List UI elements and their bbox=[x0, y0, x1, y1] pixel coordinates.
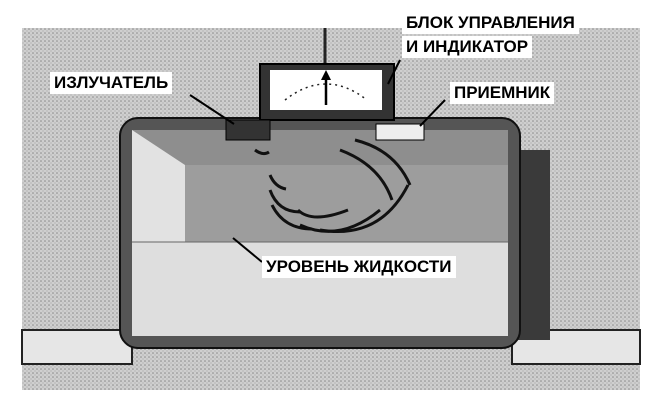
inlet-pipe bbox=[21, 329, 133, 365]
leader-lines bbox=[189, 59, 446, 263]
label-receiver: ПРИЕМНИК bbox=[450, 82, 555, 104]
label-control-unit-line2: И ИНДИКАТОР bbox=[402, 36, 533, 58]
tank-back-wall bbox=[185, 165, 508, 242]
ultrasonic-waves bbox=[254, 138, 412, 233]
dial-scale bbox=[284, 83, 368, 101]
emitter-device bbox=[225, 119, 271, 141]
label-liquid-level: УРОВЕНЬ ЖИДКОСТИ bbox=[262, 256, 456, 278]
label-emitter: ИЗЛУЧАТЕЛЬ bbox=[50, 72, 173, 94]
receiver-device bbox=[375, 123, 425, 141]
tank-left-wall bbox=[132, 130, 185, 242]
dial-needle-tip bbox=[321, 70, 331, 80]
label-control-unit-line1: БЛОК УПРАВЛЕНИЯ bbox=[402, 12, 579, 34]
